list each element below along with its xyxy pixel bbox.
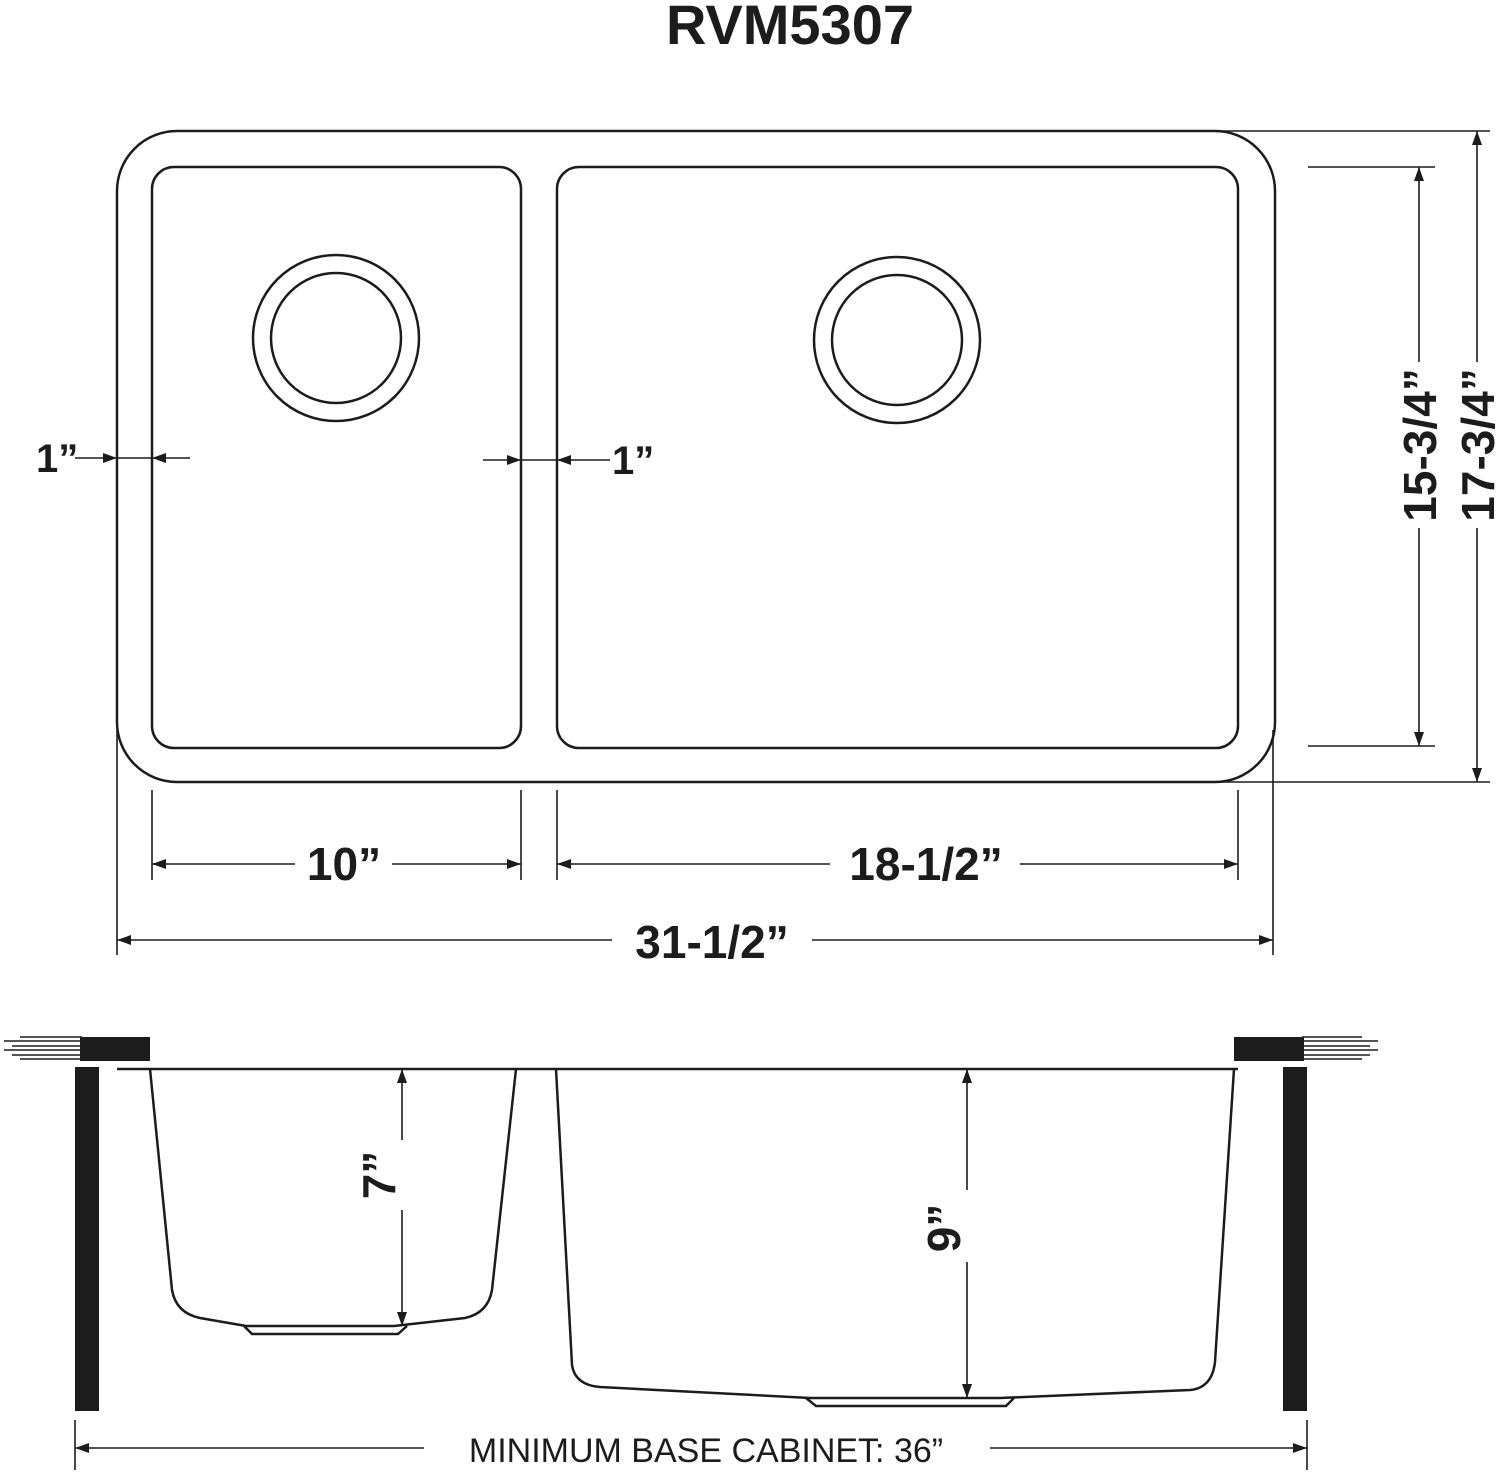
overall-depth-label: 17-3/4” <box>1452 368 1500 521</box>
overall-width-label: 31-1/2” <box>635 916 788 968</box>
left-cabinet-wall <box>75 1067 99 1411</box>
left-bowl-drain <box>243 1325 408 1336</box>
left-bowl-depth-label: 7” <box>353 1151 405 1200</box>
cabinet-width-label: MINIMUM BASE CABINET: 36” <box>469 1432 943 1470</box>
bowl-depth-label: 15-3/4” <box>1394 368 1446 521</box>
cabinet-width-dimension <box>74 1420 1308 1470</box>
model-title: RVM5307 <box>666 0 914 56</box>
divider-label: 1” <box>612 439 654 483</box>
left-rim-label: 1” <box>36 437 78 481</box>
right-bowl-profile <box>554 1068 1236 1400</box>
right-countertop <box>1234 1036 1378 1061</box>
side-view: 7” 9” MINIMUM BASE CABINET: 36” <box>4 1036 1378 1470</box>
depth-extension-lines <box>1220 130 1490 783</box>
left-drain-icon <box>251 253 421 423</box>
left-bowl-width-label: 10” <box>307 838 381 890</box>
right-bowl-outline <box>555 165 1240 750</box>
left-bowl-profile <box>148 1068 518 1328</box>
right-bowl-depth-label: 9” <box>918 1204 970 1253</box>
right-bowl-width-label: 18-1/2” <box>849 838 1002 890</box>
top-view: 1” 1” 10” 18-1/2” <box>36 129 1500 968</box>
right-drain-icon <box>812 255 982 425</box>
sink-outer-rim <box>115 129 1277 784</box>
right-cabinet-wall <box>1283 1067 1307 1411</box>
left-countertop <box>4 1036 150 1061</box>
right-bowl-drain <box>805 1397 1015 1408</box>
